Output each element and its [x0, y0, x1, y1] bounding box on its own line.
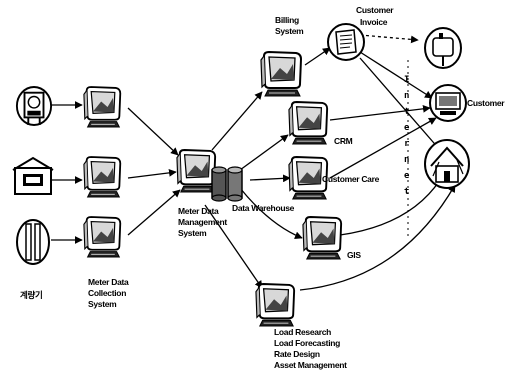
arrow-loadresearch-house [299, 184, 456, 291]
customer-invoice-label-2: Invoice [360, 17, 388, 27]
customer-care-label: Customer Care [322, 174, 380, 184]
arrow-dw-gis [239, 187, 303, 239]
meters-label: 계량기 [20, 290, 43, 300]
arrow-collector2-mdms [127, 169, 177, 179]
internet-letter-5: r [404, 139, 410, 149]
connectors [51, 34, 456, 291]
mdms-computer [176, 149, 217, 193]
arrow-dw-crm [239, 134, 289, 171]
data-warehouse-icon [211, 166, 243, 202]
collector-1-computer [83, 86, 122, 128]
arrow-invoice-customer [359, 51, 433, 99]
arrow-gis-house [339, 179, 441, 236]
arrow-collector1-mdms [127, 107, 179, 156]
load-research-label-3: Rate Design [274, 349, 320, 359]
arrow-mdms-loadresearch [204, 204, 263, 289]
internet-letter-2: n [404, 91, 409, 101]
meter-3 [16, 219, 50, 265]
customer-invoice-label-1: Customer [356, 5, 394, 15]
meter-2 [12, 156, 54, 195]
meter-1 [15, 86, 53, 126]
billing-label-1: Billing [275, 15, 299, 25]
collector-2-computer [83, 156, 122, 198]
customer-invoice-icon [327, 23, 365, 61]
data-warehouse-label: Data Warehouse [232, 203, 295, 213]
arrow-mdms-billing [211, 91, 263, 151]
arrow-dw-care [249, 174, 291, 183]
internet-letter-6: n [404, 155, 409, 165]
mdms-label-1: Meter Data [178, 206, 219, 216]
meter-collection-label-2: Collection [88, 288, 126, 298]
load-research-label-1: Load Research [274, 327, 331, 337]
gis-label: GIS [347, 250, 361, 260]
internet-channel: I n t e r n e t [404, 60, 410, 240]
load-research-label-2: Load Forecasting [274, 338, 340, 348]
mdms-label-2: Management [178, 217, 227, 227]
gis-computer [302, 216, 343, 260]
billing-computer [260, 51, 302, 97]
arrow-billing-invoice [304, 47, 331, 66]
internet-letter-4: e [404, 123, 410, 133]
arrow-care-customer [329, 117, 437, 179]
internet-letter-1: I [404, 75, 409, 85]
arrow-crm-customer [329, 104, 431, 121]
billing-label-2: System [275, 26, 304, 36]
collector-3-computer [83, 216, 122, 258]
mailbox-icon [424, 27, 462, 69]
customer-computer-icon [429, 84, 467, 122]
meter-collection-label-1: Meter Data [88, 277, 129, 287]
crm-computer [288, 101, 329, 145]
crm-label: CRM [334, 136, 353, 146]
arrow-collector3-mdms [127, 189, 181, 236]
meter-collection-label-3: System [88, 299, 117, 309]
internet-letter-8: t [404, 187, 409, 197]
internet-letter-7: e [404, 171, 410, 181]
mdms-label-3: System [178, 228, 207, 238]
load-research-label-4: Asset Management [274, 360, 347, 370]
arrow-invoice-mail [359, 34, 419, 44]
house-icon [424, 139, 470, 189]
customer-label: Customer [467, 98, 505, 108]
arrow-invoice-house [359, 57, 441, 151]
internet-letter-3: t [404, 107, 409, 117]
load-research-computer [255, 283, 296, 327]
